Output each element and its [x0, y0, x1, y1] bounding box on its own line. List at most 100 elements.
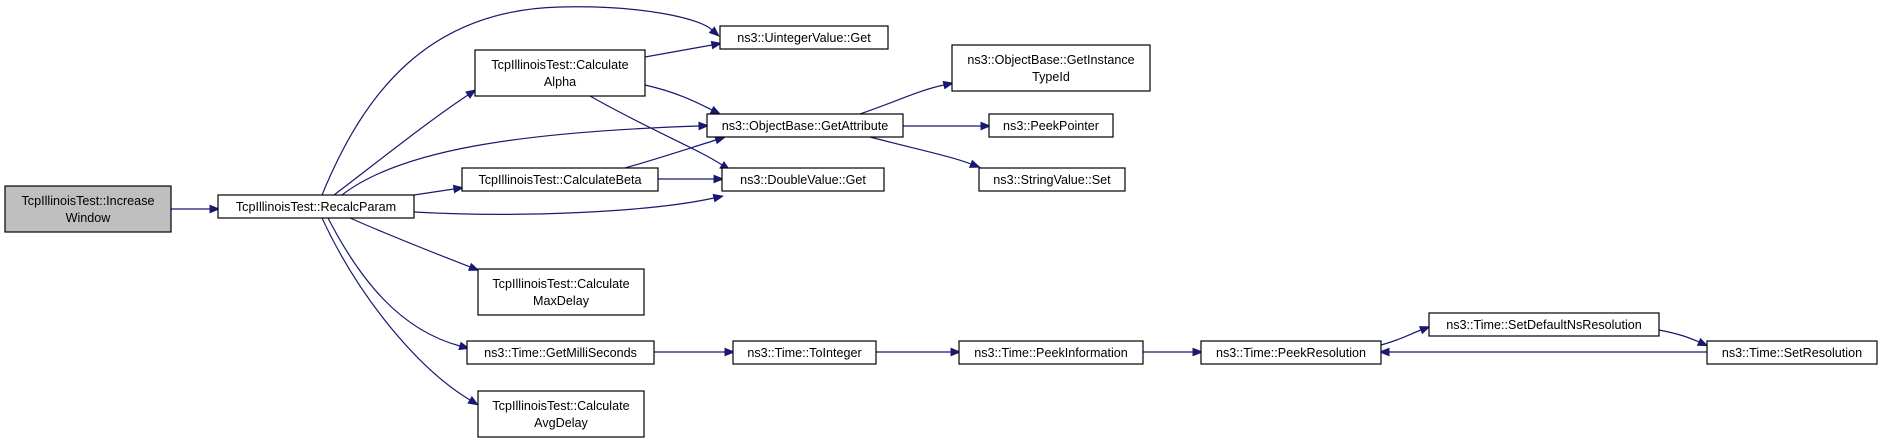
edges-layer	[171, 6, 1709, 406]
edge-calculate_alpha-to-object_base_get_attribute	[644, 84, 722, 115]
edge-recalc_param-to-uinteger_value_get	[321, 6, 720, 196]
edge-line	[644, 84, 713, 111]
arrowhead	[458, 341, 470, 351]
edge-line	[1380, 329, 1422, 346]
arrowhead	[1378, 347, 1390, 357]
node-peek-pointer[interactable]: ns3::PeekPointer	[988, 113, 1114, 138]
edge-line	[333, 94, 469, 196]
node-box	[958, 340, 1144, 365]
edge-line	[869, 136, 972, 165]
node-box	[4, 185, 172, 233]
edge-recalc_param-to-calculate_beta	[413, 184, 465, 196]
node-label: ns3::Time::SetDefaultNsResolution	[1446, 318, 1642, 332]
edge-line	[341, 125, 700, 196]
node-object-base-get-attribute[interactable]: ns3::ObjectBase::GetAttribute	[706, 113, 904, 138]
node-label: ns3::UintegerValue::Get	[737, 31, 871, 45]
arrowhead	[1192, 347, 1204, 357]
node-label: ns3::Time::SetResolution	[1722, 346, 1862, 360]
node-calculate-beta[interactable]: TcpIllinoisTest::CalculateBeta	[461, 167, 659, 192]
edge-recalc_param-to-get_milli_seconds	[327, 217, 470, 351]
node-box	[721, 167, 885, 192]
arrowhead	[713, 174, 725, 184]
arrowhead	[209, 204, 221, 214]
node-recalc-param[interactable]: TcpIllinoisTest::RecalcParam	[217, 194, 415, 219]
edge-time_peek_resolution-to-time_set_default_ns_resolution	[1380, 326, 1431, 346]
node-label: ns3::ObjectBase::GetAttribute	[722, 119, 889, 133]
node-time-peek-information[interactable]: ns3::Time::PeekInformation	[958, 340, 1144, 365]
edge-line	[859, 84, 945, 115]
arrowhead	[724, 347, 736, 357]
edge-line	[413, 197, 715, 215]
edge-object_base_get_attribute-to-object_base_get_instance_type_id	[859, 80, 955, 115]
node-string-value-set[interactable]: ns3::StringValue::Set	[978, 167, 1126, 192]
node-box	[1706, 340, 1878, 365]
arrowhead	[467, 396, 479, 406]
node-box	[706, 113, 904, 138]
edge-calculate_beta-to-double_value_get	[658, 174, 725, 184]
edge-line	[624, 139, 717, 169]
node-time-to-integer[interactable]: ns3::Time::ToInteger	[732, 340, 877, 365]
node-label: TcpIllinoisTest::Calculate	[491, 58, 628, 72]
node-label: ns3::StringValue::Set	[993, 173, 1111, 187]
edge-line	[349, 217, 471, 268]
node-box	[477, 390, 645, 438]
node-box	[477, 268, 645, 316]
arrowhead	[467, 262, 480, 271]
edge-line	[321, 6, 713, 196]
node-label: AvgDelay	[534, 416, 588, 430]
node-label: TcpIllinoisTest::RecalcParam	[236, 200, 396, 214]
edge-line	[413, 188, 455, 196]
edge-increase_window-to-recalc_param	[171, 204, 221, 214]
edge-calculate_alpha-to-uinteger_value_get	[644, 40, 723, 58]
node-get-milli-seconds[interactable]: ns3::Time::GetMilliSeconds	[466, 340, 655, 365]
node-label: TypeId	[1032, 70, 1070, 84]
edge-recalc_param-to-double_value_get	[413, 193, 725, 215]
arrowhead	[708, 26, 720, 37]
node-label: TcpIllinoisTest::CalculateBeta	[478, 173, 641, 187]
node-time-set-default-ns-resolution[interactable]: ns3::Time::SetDefaultNsResolution	[1428, 312, 1660, 337]
node-time-set-resolution[interactable]: ns3::Time::SetResolution	[1706, 340, 1878, 365]
node-uinteger-value-get[interactable]: ns3::UintegerValue::Get	[719, 25, 889, 50]
edge-object_base_get_attribute-to-peek_pointer	[903, 121, 992, 131]
node-label: TcpIllinoisTest::Calculate	[492, 277, 629, 291]
arrowhead	[465, 89, 477, 99]
node-box	[466, 340, 655, 365]
edge-line	[1658, 329, 1700, 343]
edge-line	[589, 95, 723, 166]
node-box	[474, 49, 646, 97]
edge-time_to_integer-to-time_peek_information	[876, 347, 962, 357]
node-time-peek-resolution[interactable]: ns3::Time::PeekResolution	[1200, 340, 1382, 365]
node-label: ns3::DoubleValue::Get	[740, 173, 866, 187]
arrowhead	[1418, 326, 1431, 335]
node-box	[1428, 312, 1660, 337]
node-label: ns3::PeekPointer	[1003, 119, 1099, 133]
arrowhead	[709, 105, 722, 115]
node-box	[732, 340, 877, 365]
node-double-value-get[interactable]: ns3::DoubleValue::Get	[721, 167, 885, 192]
node-label: Alpha	[544, 75, 576, 89]
edge-time_peek_information-to-time_peek_resolution	[1143, 347, 1204, 357]
edge-recalc_param-to-object_base_get_attribute	[341, 121, 710, 196]
edge-line	[327, 217, 461, 347]
arrowhead	[950, 347, 962, 357]
arrowhead	[698, 121, 710, 131]
node-label: TcpIllinoisTest::Calculate	[492, 399, 629, 413]
arrowhead	[712, 193, 725, 203]
node-label: MaxDelay	[533, 294, 590, 308]
node-label: ns3::Time::PeekResolution	[1216, 346, 1366, 360]
edge-recalc_param-to-calculate_max_delay	[349, 217, 480, 271]
node-label: ns3::Time::ToInteger	[747, 346, 861, 360]
edge-recalc_param-to-calculate_alpha	[333, 89, 477, 196]
arrowhead	[968, 159, 981, 168]
edge-calculate_beta-to-object_base_get_attribute	[624, 136, 726, 169]
node-label: Window	[66, 211, 112, 225]
node-label: ns3::ObjectBase::GetInstance	[967, 53, 1134, 67]
edge-get_milli_seconds-to-time_to_integer	[654, 347, 736, 357]
nodes-layer: TcpIllinoisTest::IncreaseWindowTcpIllino…	[4, 25, 1878, 438]
edge-time_set_resolution-to-time_peek_resolution	[1378, 347, 1707, 357]
